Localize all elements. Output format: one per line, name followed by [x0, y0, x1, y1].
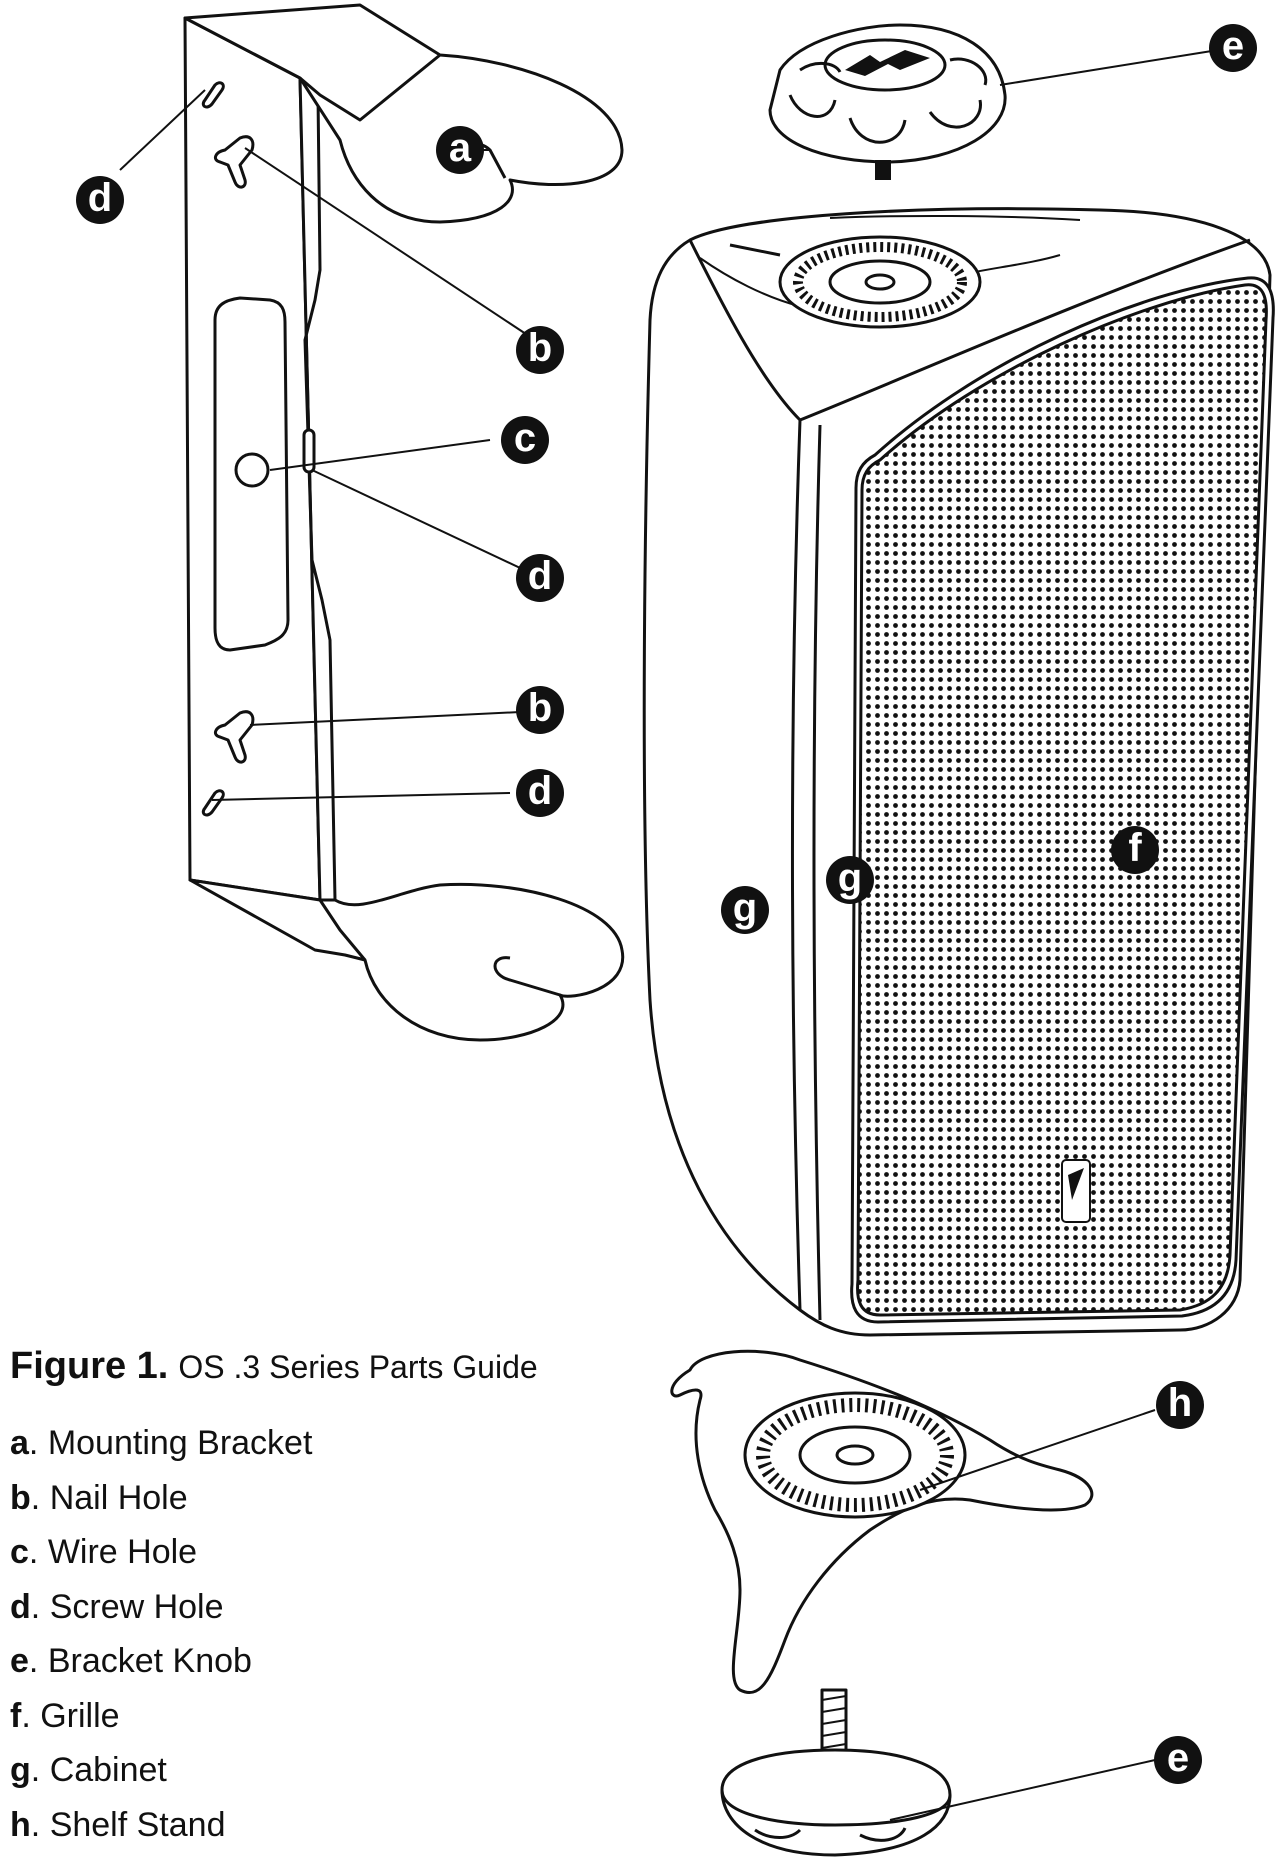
svg-text:a: a	[449, 126, 472, 170]
callout-h: h	[1156, 1381, 1204, 1429]
legend-item-a: a. Mounting Bracket	[10, 1424, 313, 1462]
callout-c: c	[501, 416, 549, 464]
legend-item-b: b. Nail Hole	[10, 1478, 188, 1517]
svg-text:g: g	[838, 856, 862, 900]
callout-d-middle: d	[516, 554, 564, 602]
callout-a: a	[436, 126, 484, 174]
legend-item-d: d. Screw Hole	[10, 1587, 224, 1626]
callout-d-top: d	[76, 176, 124, 224]
callout-d-bottom: d	[516, 769, 564, 817]
callout-g-side: g	[721, 886, 769, 934]
mounting-bracket	[183, 3, 625, 1042]
callout-f: f	[1111, 826, 1159, 874]
figure-number: Figure 1.	[10, 1345, 169, 1387]
speaker-cabinet	[642, 207, 1275, 1337]
svg-text:g: g	[733, 886, 757, 930]
bracket-knob-top	[768, 23, 1007, 180]
svg-text:e: e	[1222, 24, 1244, 68]
parts-legend: a. Mounting Bracket b. Nail Hole c. Wire…	[10, 1416, 538, 1852]
legend-item-e: e. Bracket Knob	[10, 1642, 252, 1680]
callout-e-top: e	[1209, 24, 1257, 72]
svg-text:c: c	[514, 416, 536, 460]
legend-item-g: g. Cabinet	[10, 1751, 167, 1789]
callout-g-front: g	[826, 856, 874, 904]
figure-caption: Figure 1. OS .3 Series Parts Guide a. Mo…	[10, 1345, 538, 1852]
svg-text:e: e	[1167, 1736, 1189, 1780]
svg-text:h: h	[1168, 1381, 1192, 1425]
legend-item-h: h. Shelf Stand	[10, 1805, 226, 1844]
figure-title-text: OS .3 Series Parts Guide	[178, 1349, 538, 1385]
bracket-knob-bottom	[720, 1688, 952, 1857]
legend-item-c: c. Wire Hole	[10, 1533, 198, 1571]
svg-text:f: f	[1128, 826, 1142, 870]
shelf-stand	[670, 1349, 1094, 1694]
svg-text:b: b	[528, 686, 552, 730]
callout-b-bottom: b	[516, 686, 564, 734]
legend-item-f: f. Grille	[10, 1696, 120, 1735]
svg-text:b: b	[528, 326, 552, 370]
figure-title: Figure 1. OS .3 Series Parts Guide	[10, 1345, 538, 1388]
svg-text:d: d	[528, 769, 552, 813]
callout-b-top: b	[516, 326, 564, 374]
svg-text:d: d	[528, 554, 552, 598]
svg-text:d: d	[88, 176, 112, 220]
leader-lines	[119, 49, 1219, 1821]
callout-e-bottom: e	[1154, 1736, 1202, 1784]
